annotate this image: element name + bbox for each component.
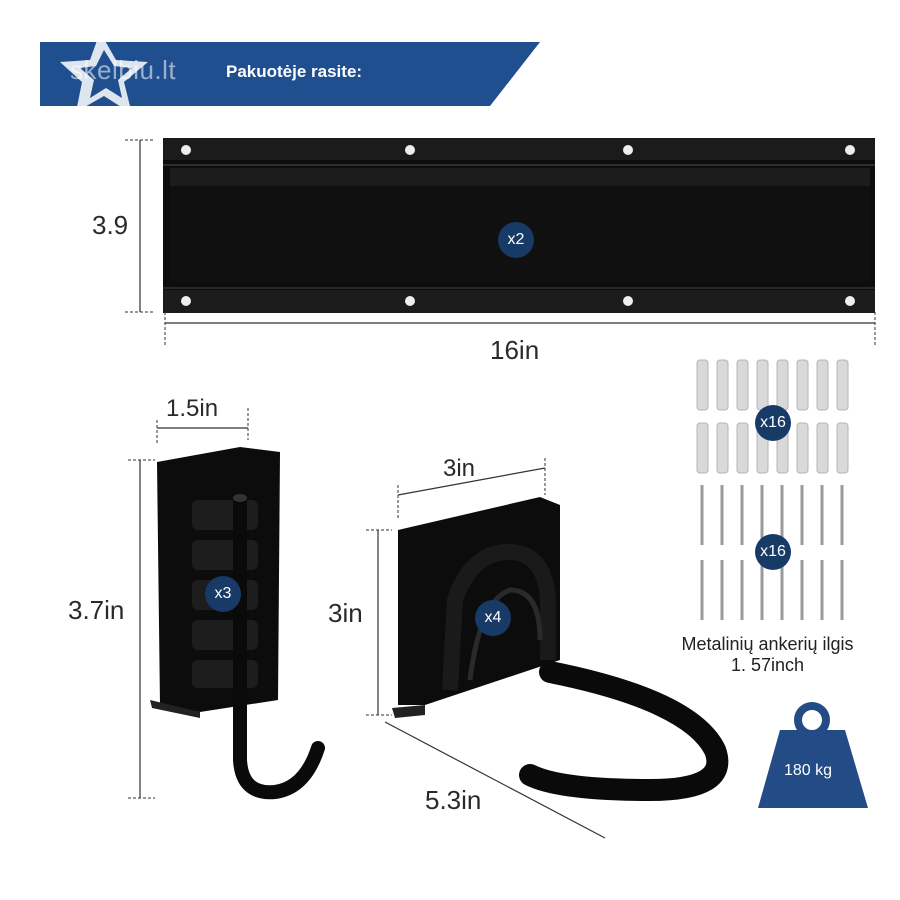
screws-quantity-badge: x16 bbox=[755, 534, 791, 570]
banner-title: Pakuotėje rasite: bbox=[226, 62, 363, 81]
u-hook-depth-label: 5.3in bbox=[425, 785, 482, 815]
banner-shape bbox=[40, 42, 540, 106]
watermark-text: skelbiu.lt bbox=[70, 55, 177, 85]
j-hook-quantity-badge: x3 bbox=[205, 576, 241, 612]
anchor-caption-line2: 1. 57inch bbox=[730, 655, 805, 675]
j-hook-width-label: 1.5in bbox=[166, 395, 219, 422]
j-hook bbox=[150, 447, 325, 800]
u-hook bbox=[392, 497, 729, 802]
anchor-caption-line1: Metalinių ankerių ilgis bbox=[681, 634, 854, 654]
rail-width-label: 16in bbox=[490, 335, 540, 365]
star-logo-inner-icon bbox=[80, 50, 132, 98]
rail-height-label: 3.9 bbox=[92, 210, 129, 240]
u-hook-height-label: 3in bbox=[328, 598, 363, 628]
anchor-length-caption: Metalinių ankerių ilgis 1. 57inch bbox=[660, 634, 875, 676]
anchors-quantity-badge: x16 bbox=[755, 405, 791, 441]
wall-anchors bbox=[696, 359, 849, 474]
weight-capacity-label: 180 kg bbox=[784, 762, 833, 779]
u-hook-width-label: 3in bbox=[443, 455, 476, 482]
weight-icon bbox=[758, 702, 868, 808]
screws bbox=[700, 485, 844, 620]
u-hook-quantity-badge: x4 bbox=[475, 600, 511, 636]
rail-quantity-badge: x2 bbox=[498, 222, 534, 258]
j-hook-height-label: 3.7in bbox=[68, 595, 125, 625]
